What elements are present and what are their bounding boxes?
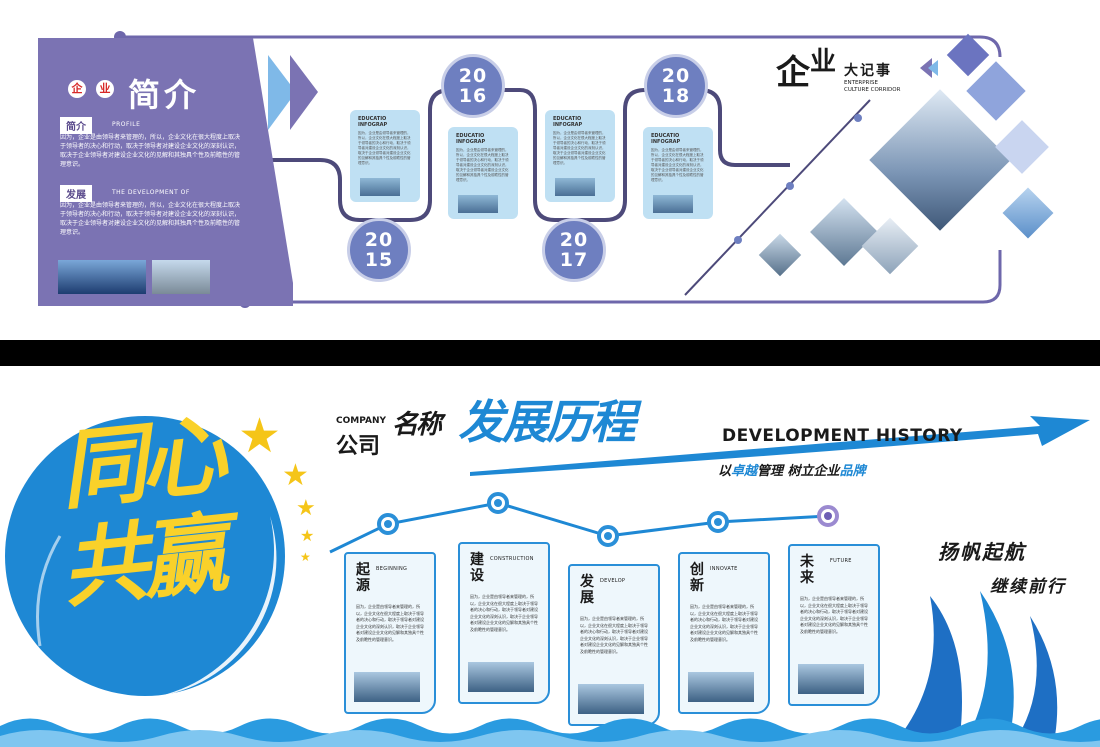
star-icon: ★ bbox=[300, 526, 315, 545]
profile-en: PROFILE bbox=[112, 121, 141, 128]
card-photo bbox=[360, 178, 400, 196]
waves bbox=[0, 718, 1100, 747]
stage-card-develop: 发展 DEVELOP 因为，企业是由领导者来管理的，所以，企业文化在很大程度上取… bbox=[568, 564, 660, 726]
stage-text: 因为，企业是由领导者来管理的，所以，企业文化在很大程度上取决于领导者的决心和行动… bbox=[470, 594, 538, 632]
badge-qi: 企 bbox=[68, 80, 86, 98]
panel-divider bbox=[0, 340, 1100, 366]
year-bottom: 15 bbox=[364, 249, 394, 271]
title-arrow bbox=[470, 416, 1090, 476]
title-en: DEVELOPMENT HISTORY bbox=[722, 426, 963, 446]
timeline-node bbox=[707, 511, 729, 533]
sail-slogan-1: 扬帆起航 bbox=[938, 540, 1026, 564]
card-text: 因为，企业是由领导者来管理的，所以，企业文化在很大程度上取决于领导者的决心和行动… bbox=[358, 131, 411, 165]
sail-slogan-2: 继续前行 bbox=[990, 577, 1066, 597]
stage-en: CONSTRUCTION bbox=[490, 556, 534, 562]
develop-en: THE DEVELOPMENT OF bbox=[112, 189, 190, 196]
company-cn-2: 名称 bbox=[392, 410, 442, 440]
timeline-node bbox=[487, 492, 509, 514]
stage-card-innovate: 创新 INNOVATE 因为，企业是由领导者来管理的，所以，企业文化在很大程度上… bbox=[678, 552, 770, 714]
stage-en: INNOVATE bbox=[710, 566, 738, 572]
stage-photo bbox=[798, 664, 864, 694]
city-photo-2 bbox=[152, 260, 210, 294]
timeline-node bbox=[597, 525, 619, 547]
stage-en: BEGINNING bbox=[376, 566, 408, 572]
card-text: 因为，企业是由领导者来管理的，所以，企业文化在很大程度上取决于领导者的决心和行动… bbox=[553, 131, 606, 165]
stage-title: 未来 bbox=[800, 554, 814, 586]
stage-title: 发展 bbox=[580, 574, 594, 606]
company-en: COMPANY bbox=[336, 416, 386, 426]
year-bottom: 17 bbox=[559, 249, 589, 271]
card-photo bbox=[458, 195, 498, 213]
profile-text: 因为，企业是由领导者来管理的，所以，企业文化在很大程度上取决于领导者的决心和行动… bbox=[60, 134, 241, 168]
heading-qi: 企 bbox=[776, 53, 810, 93]
stage-card-construction: 建设 CONSTRUCTION 因为，企业是由领导者来管理的，所以，企业文化在很… bbox=[458, 542, 550, 704]
stage-title: 起源 bbox=[356, 562, 370, 594]
stage-card-future: 未来 FUTURE 因为，企业是由领导者来管理的，所以，企业文化在很大程度上取决… bbox=[788, 544, 880, 706]
year-bottom: 18 bbox=[661, 85, 691, 107]
intro-background bbox=[38, 38, 293, 306]
subtitle: 以卓越管理 树立企业品牌 bbox=[718, 464, 866, 479]
stage-photo bbox=[578, 684, 644, 714]
star-icon: ★ bbox=[238, 408, 282, 464]
timeline-node bbox=[377, 513, 399, 535]
stage-card-beginning: 起源 BEGINNING 因为，企业是由领导者来管理的，所以，企业文化在很大程度… bbox=[344, 552, 436, 714]
stage-photo bbox=[468, 662, 534, 692]
chevron-right-icon bbox=[268, 55, 318, 130]
develop-text: 因为，企业是由领导者来管理的，所以，企业文化在很大程度上取决于领导者的决心和行动… bbox=[60, 202, 241, 236]
stage-photo bbox=[354, 672, 420, 702]
culture-corridor-panel: 企 业 简介 简介 PROFILE 因为，企业是由领导者来管理的，所以，企业文化… bbox=[0, 0, 1100, 340]
star-icon: ★ bbox=[282, 458, 309, 493]
stage-title: 创新 bbox=[690, 562, 704, 594]
intro-title: 简介 bbox=[128, 76, 201, 114]
city-photo-1 bbox=[58, 260, 146, 294]
profile-tag: 简介 bbox=[60, 117, 92, 134]
slogan-circle bbox=[5, 416, 285, 696]
stage-photo bbox=[688, 672, 754, 702]
heading-ye: 业 bbox=[810, 47, 837, 77]
year-top: 20 bbox=[559, 229, 589, 251]
stage-en: DEVELOP bbox=[600, 578, 626, 584]
development-history-panel: 同心 共赢 ★ ★ ★ ★ ★ COMPANY 公司 名称 发展历程 DEVEL… bbox=[0, 366, 1100, 747]
year-top: 20 bbox=[458, 65, 488, 87]
badge-ye: 业 bbox=[96, 80, 114, 98]
sailboat-icon bbox=[900, 591, 1058, 736]
stage-text: 因为，企业是由领导者来管理的，所以，企业文化在很大程度上取决于领导者的决心和行动… bbox=[800, 596, 868, 634]
timeline-node bbox=[817, 505, 839, 527]
year-top: 20 bbox=[661, 65, 691, 87]
stage-text: 因为，企业是由领导者来管理的，所以，企业文化在很大程度上取决于领导者的决心和行动… bbox=[690, 604, 758, 642]
stage-title: 建设 bbox=[470, 552, 484, 584]
heading-dajishi: 大记事 bbox=[844, 63, 892, 79]
card-text: 因为，企业是由领导者来管理的，所以，企业文化在很大程度上取决于领导者的决心和行动… bbox=[651, 148, 704, 182]
stage-text: 因为，企业是由领导者来管理的，所以，企业文化在很大程度上取决于领导者的决心和行动… bbox=[356, 604, 424, 642]
year-bottom: 16 bbox=[458, 85, 488, 107]
stage-text: 因为，企业是由领导者来管理的，所以，企业文化在很大程度上取决于领导者的决心和行动… bbox=[580, 616, 648, 654]
chevron-left-icon bbox=[920, 58, 938, 78]
year-top: 20 bbox=[364, 229, 394, 251]
develop-tag: 发展 bbox=[60, 185, 92, 202]
star-icon: ★ bbox=[296, 496, 316, 521]
company-cn-1: 公司 bbox=[336, 434, 381, 459]
card-text: 因为，企业是由领导者来管理的，所以，企业文化在很大程度上取决于领导者的决心和行动… bbox=[456, 148, 509, 182]
card-photo bbox=[653, 195, 693, 213]
card-photo bbox=[555, 178, 595, 196]
star-icon: ★ bbox=[300, 550, 311, 564]
stage-en: FUTURE bbox=[830, 558, 852, 564]
title-cn: 发展历程 bbox=[458, 395, 636, 449]
